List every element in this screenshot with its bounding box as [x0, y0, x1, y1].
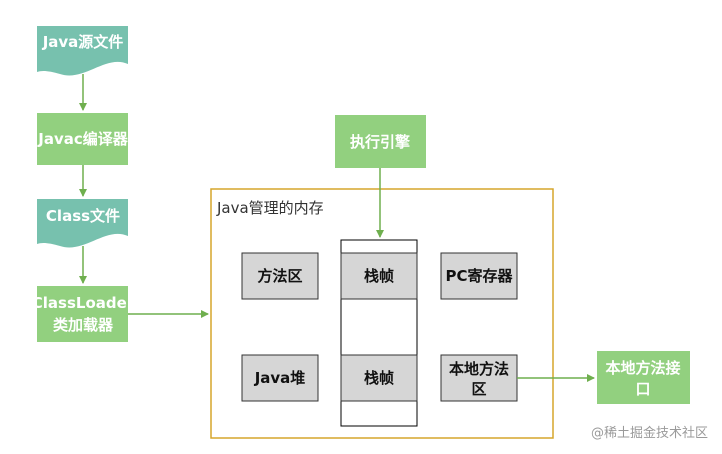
java-managed-memory-region: Java管理的内存	[210, 188, 554, 439]
memory-region-title: Java管理的内存	[216, 199, 324, 217]
classloader-node: ClassLoader 类加载器	[32, 286, 135, 342]
java-heap-node: Java堆	[241, 354, 319, 402]
execution-engine-node: 执行引擎	[335, 115, 426, 168]
javac-compiler-label: Javac编译器	[37, 130, 128, 148]
pc-register-node: PC寄存器	[440, 252, 518, 300]
class-file-label: Class文件	[46, 207, 120, 225]
native-interface-label-line1: 本地方法接	[605, 359, 680, 377]
java-source-node: Java源文件	[37, 26, 128, 76]
native-method-interface-node: 本地方法接 口	[597, 351, 690, 404]
class-file-node: Class文件	[37, 199, 128, 248]
native-method-area-node: 本地方法 区	[440, 354, 518, 402]
javac-compiler-node: Javac编译器	[37, 113, 129, 165]
method-area-label: 方法区	[257, 267, 302, 285]
classloader-label-line2: 类加载器	[53, 316, 114, 334]
classloader-label-line1: ClassLoader	[32, 294, 135, 312]
stack-frame-bottom-label: 栈帧	[364, 369, 394, 387]
native-method-area-label-line1: 本地方法	[449, 360, 509, 378]
stack-frame-top-node: 栈帧	[340, 252, 418, 300]
execution-engine-label: 执行引擎	[350, 133, 410, 151]
method-area-node: 方法区	[241, 252, 319, 300]
java-source-label: Java源文件	[42, 33, 124, 51]
java-heap-label: Java堆	[254, 369, 306, 387]
stack-frame-bottom-node: 栈帧	[340, 354, 418, 402]
watermark-text: @稀土掘金技术社区	[591, 425, 708, 441]
pc-register-label: PC寄存器	[445, 267, 513, 285]
native-interface-label-line2: 口	[635, 380, 650, 398]
stack-frame-top-label: 栈帧	[364, 267, 394, 285]
native-method-area-label-line2: 区	[471, 380, 486, 398]
